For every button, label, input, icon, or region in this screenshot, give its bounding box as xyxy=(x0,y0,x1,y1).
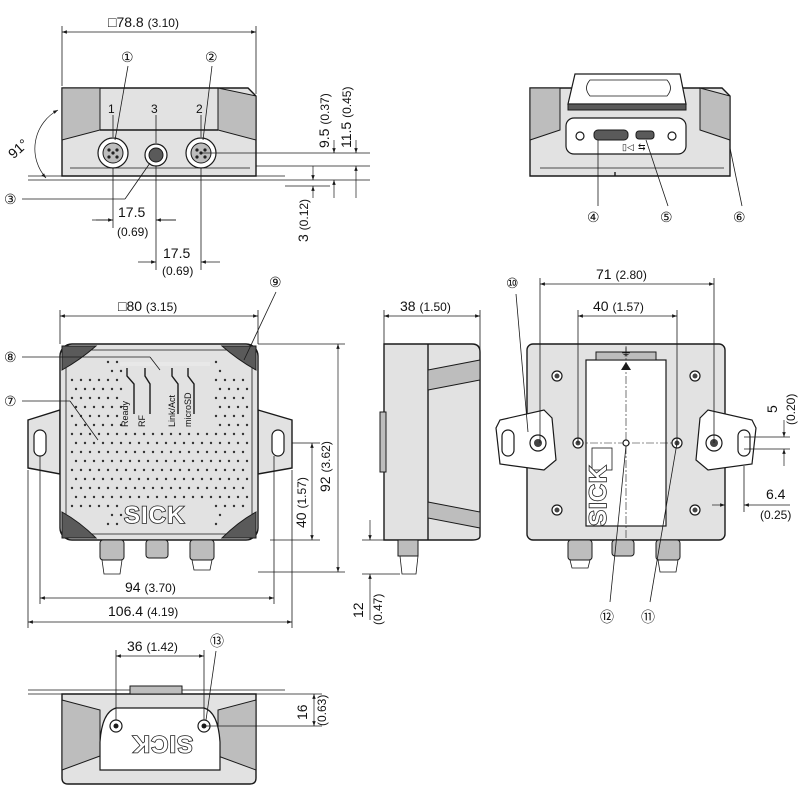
led-label-link-act: Link/Act xyxy=(167,394,177,427)
dim-side-depth: 38 (1.50) xyxy=(400,298,451,314)
connector-1 xyxy=(97,137,129,169)
dim-17-5-a: 17.5 xyxy=(118,204,145,220)
callout-1: ① xyxy=(121,49,134,65)
brand-logo-rear: SICK xyxy=(585,465,612,526)
dim-angle: 91° xyxy=(5,136,31,162)
callout-5: ⑤ xyxy=(660,209,673,225)
callout-11: ⑪ xyxy=(641,609,655,625)
connector-label-1: 1 xyxy=(108,102,115,116)
callout-2: ② xyxy=(205,49,218,65)
led-label-microsd: microSD xyxy=(183,392,193,427)
dim-bottom-36: 36 (1.42) xyxy=(127,638,178,654)
bottom-view: SICK 36 (1.42) ⑬ 16 (0.63) xyxy=(28,633,329,785)
dim-width-94: 94 (3.70) xyxy=(125,579,176,595)
dim-17-5-b: 17.5 xyxy=(163,245,190,261)
dim-17-5-b-in: (0.69) xyxy=(162,264,193,278)
dim-9-5: 9.5 (0.37) xyxy=(316,93,332,148)
dim-bottom-16: 16 xyxy=(294,704,310,720)
connector-label-3: 3 xyxy=(151,102,158,116)
dim-height-92: 92 (3.62) xyxy=(317,441,333,492)
side-view: 38 (1.50) 12 (0.47) xyxy=(350,298,481,625)
dim-11-5: 11.5 (0.45) xyxy=(338,87,354,148)
connector-label-2: 2 xyxy=(196,102,203,116)
dim-slot-6-4: 6.4 xyxy=(766,486,786,502)
callout-6: ⑥ xyxy=(733,209,746,225)
dim-hole-span-71: 71 (2.80) xyxy=(596,266,647,282)
callout-4: ④ xyxy=(587,209,600,225)
callout-13: ⑬ xyxy=(210,633,224,649)
dim-conn-12-in: (0.47) xyxy=(371,594,385,625)
dim-width-106-4: 106.4 (4.19) xyxy=(108,603,178,619)
callout-7: ⑦ xyxy=(4,393,17,409)
dim-slot-5-in: (0.20) xyxy=(784,394,798,425)
dim-bottom-16-in: (0.63) xyxy=(315,695,329,726)
dim-slot-5: 5 xyxy=(764,405,780,413)
dim-top-width: □78.8 (3.10) xyxy=(108,14,179,30)
led-label-ready: Ready xyxy=(120,400,130,427)
brand-logo-front: SICK xyxy=(124,502,185,529)
rear-view: ⏚ SICK 71 (2.80) 40 (1.57) 5 (0.20) 6.4 … xyxy=(495,266,798,625)
callout-10: ⑩ xyxy=(506,275,519,291)
front-view: Ready RF Link/Act microSD SICK □80 (3.15… xyxy=(4,274,345,628)
callout-3: ③ xyxy=(4,191,17,207)
top-view: 1 3 2 □78.8 (3.10) 91° ① ② ③ 9.5 (0.37) xyxy=(4,14,370,278)
sd-card-icon: ▯◁ xyxy=(622,142,634,152)
dim-conn-12: 12 xyxy=(350,602,366,618)
brand-logo-bottom: SICK xyxy=(132,730,193,757)
dim-3: 3 (0.12) xyxy=(295,199,311,242)
rear-top-view: ▯◁ ⇆ ④ ⑤ ⑥ xyxy=(529,73,746,225)
dim-slot-6-4-in: (0.25) xyxy=(760,508,791,522)
callout-12: ⑫ xyxy=(600,609,614,625)
callout-8: ⑧ xyxy=(4,349,17,365)
dim-inner-span-40: 40 (1.57) xyxy=(593,298,644,314)
dim-front-width: □80 (3.15) xyxy=(118,298,177,314)
ground-icon: ⏚ xyxy=(620,345,632,359)
dim-17-5-a-in: (0.69) xyxy=(117,225,148,239)
dim-height-40: 40 (1.57) xyxy=(293,477,309,528)
led-label-rf: RF xyxy=(137,415,147,427)
callout-9: ⑨ xyxy=(269,274,282,290)
usb-icon: ⇆ xyxy=(638,142,646,152)
connector-3 xyxy=(144,143,168,167)
